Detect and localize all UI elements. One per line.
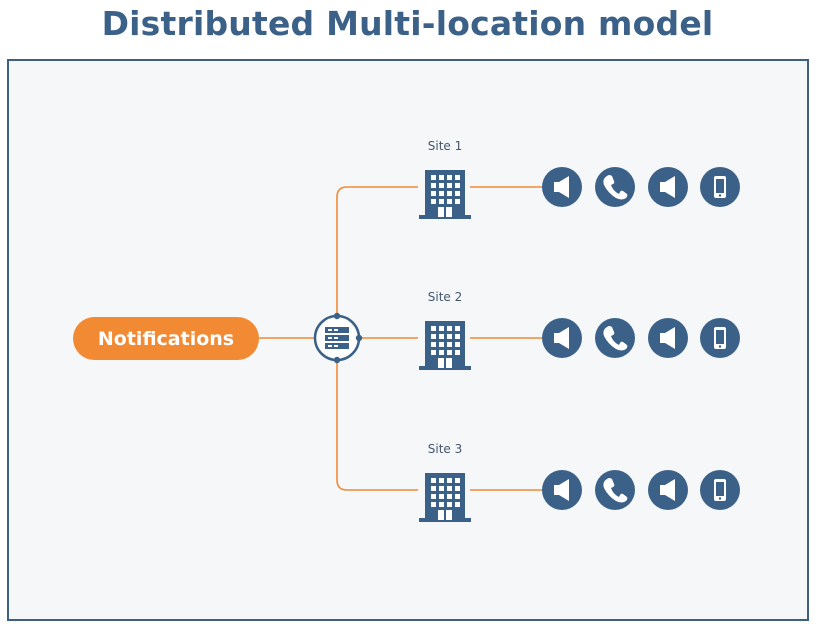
site-1-label: Site 1 xyxy=(428,139,463,153)
mobile-icon xyxy=(700,318,740,358)
speaker-icon xyxy=(648,470,688,510)
building-icon xyxy=(419,473,471,522)
connector-lines xyxy=(258,186,543,491)
notifications-pill: Notifications xyxy=(73,317,259,360)
speaker-icon xyxy=(648,167,688,207)
mobile-icon xyxy=(700,470,740,510)
diagram-title: Distributed Multi-location model xyxy=(101,4,714,43)
speaker-icon xyxy=(542,167,582,207)
notifications-label: Notifications xyxy=(98,328,234,350)
site-3: Site 3 xyxy=(419,442,740,522)
mobile-icon xyxy=(700,167,740,207)
speaker-icon xyxy=(648,318,688,358)
hub-to-site-1-line xyxy=(336,186,418,318)
phone-icon xyxy=(595,470,635,510)
phone-icon xyxy=(595,167,635,207)
site-1: Site 1 xyxy=(419,139,740,219)
phone-icon xyxy=(595,318,635,358)
site-3-label: Site 3 xyxy=(428,442,463,456)
speaker-icon xyxy=(542,470,582,510)
site-2-label: Site 2 xyxy=(428,290,463,304)
building-icon xyxy=(419,170,471,219)
server-icon xyxy=(313,312,363,364)
speaker-icon xyxy=(542,318,582,358)
building-icon xyxy=(419,321,471,370)
hub-to-site-3-line xyxy=(336,360,418,491)
site-2: Site 2 xyxy=(419,290,740,370)
